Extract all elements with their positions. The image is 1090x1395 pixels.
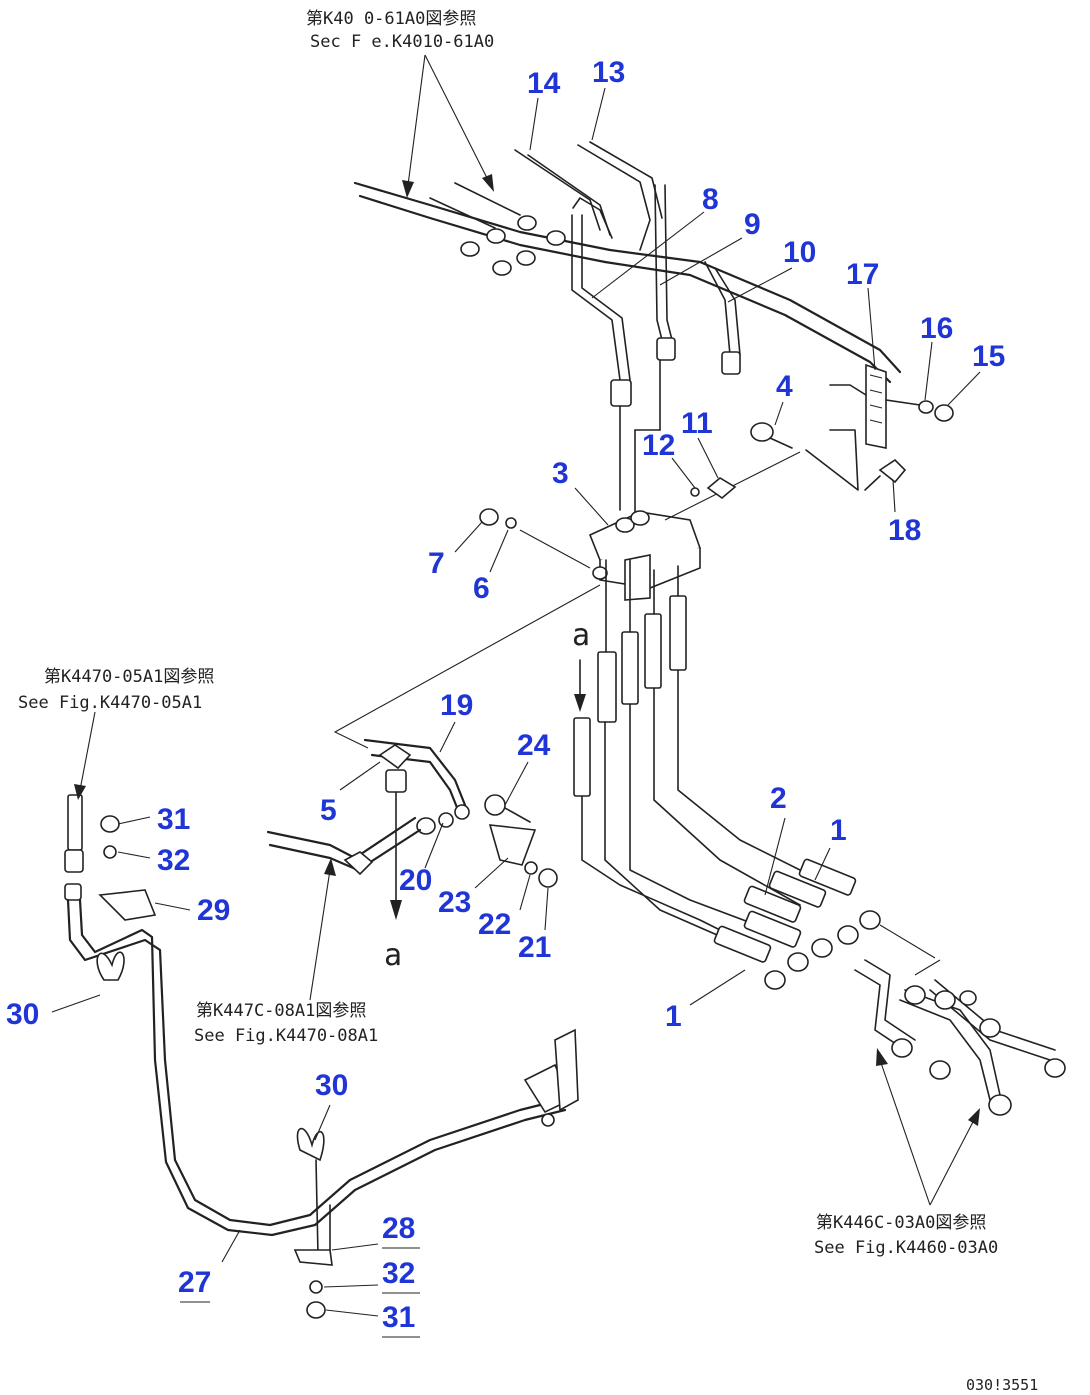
bracket-17 <box>805 363 954 491</box>
callout-8: 8 <box>702 183 719 216</box>
reference-k4470-08: 第K447C-08A1図参照 See Fig.K4470-08A1 <box>194 1001 378 1046</box>
callout-30-left: 30 <box>6 998 39 1031</box>
callout-16: 16 <box>920 312 953 345</box>
callout-11: 11 <box>681 407 713 440</box>
reference-k4470-08-jp: 第K447C-08A1図参照 <box>196 1001 366 1021</box>
pipe-19-assembly <box>266 584 601 920</box>
callouts: 14 13 8 9 10 17 16 15 4 11 12 3 7 6 18 1… <box>6 56 1005 1334</box>
reference-k4470-05: 第K4470-05A1図参照 See Fig.K4470-05A1 <box>18 667 214 713</box>
callout-5: 5 <box>320 794 337 827</box>
callout-28: 28 <box>382 1212 415 1245</box>
connection-mark-a-bottom: a <box>384 938 402 973</box>
reference-arrows <box>74 54 980 1206</box>
callout-32-lower: 32 <box>382 1257 415 1290</box>
reference-k4460-jp: 第K446C-03A0図参照 <box>816 1213 986 1233</box>
callout-22: 22 <box>478 908 511 941</box>
reference-k4470-05-jp: 第K4470-05A1図参照 <box>44 667 214 687</box>
reference-k4010-en: Sec F e.K4010-61A0 <box>310 32 494 52</box>
callout-31-upper: 31 <box>157 803 190 836</box>
pipe-27-assembly <box>64 794 579 1319</box>
callout-24: 24 <box>517 729 551 762</box>
reference-k4460-en: See Fig.K4460-03A0 <box>814 1238 998 1258</box>
callout-12: 12 <box>642 429 675 462</box>
callout-23: 23 <box>438 886 471 919</box>
callout-29: 29 <box>197 894 230 927</box>
callout-31-lower: 31 <box>382 1301 415 1334</box>
callout-6: 6 <box>473 572 490 605</box>
reference-k4010-jp: 第K40 0-61A0図参照 <box>306 9 476 29</box>
callout-20: 20 <box>399 864 432 897</box>
reference-k4470-05-en: See Fig.K4470-05A1 <box>18 693 202 713</box>
callout-9: 9 <box>744 208 761 241</box>
hose-bundle <box>573 559 1066 1116</box>
reference-k4470-08-en: See Fig.K4470-08A1 <box>194 1026 378 1046</box>
callout-21: 21 <box>518 931 551 964</box>
callout-15: 15 <box>972 340 1005 373</box>
reference-k4460: 第K446C-03A0図参照 See Fig.K4460-03A0 <box>814 1213 998 1258</box>
callout-27: 27 <box>178 1266 211 1299</box>
reference-k4010: 第K40 0-61A0図参照 Sec F e.K4010-61A0 <box>306 9 494 52</box>
callout-2: 2 <box>770 782 787 815</box>
top-pipe-assembly <box>353 141 902 516</box>
block-3 <box>479 422 801 601</box>
callout-17: 17 <box>846 258 879 291</box>
callout-3: 3 <box>552 457 569 490</box>
callout-4: 4 <box>776 370 793 403</box>
callout-14: 14 <box>527 67 561 100</box>
callout-1-lower: 1 <box>665 1000 682 1033</box>
callout-32-upper: 32 <box>157 844 190 877</box>
callout-underlines <box>180 1247 420 1338</box>
callout-30-center: 30 <box>315 1069 348 1102</box>
callout-13: 13 <box>592 56 625 89</box>
callout-19: 19 <box>440 689 473 722</box>
callout-10: 10 <box>783 236 816 269</box>
connection-mark-a-top: a <box>572 618 590 653</box>
callout-7: 7 <box>428 547 445 580</box>
callout-18: 18 <box>888 514 921 547</box>
callout-1-upper: 1 <box>830 814 847 847</box>
drawing-code: 030!3551 <box>966 1376 1038 1394</box>
callout-leaders <box>51 87 981 1317</box>
